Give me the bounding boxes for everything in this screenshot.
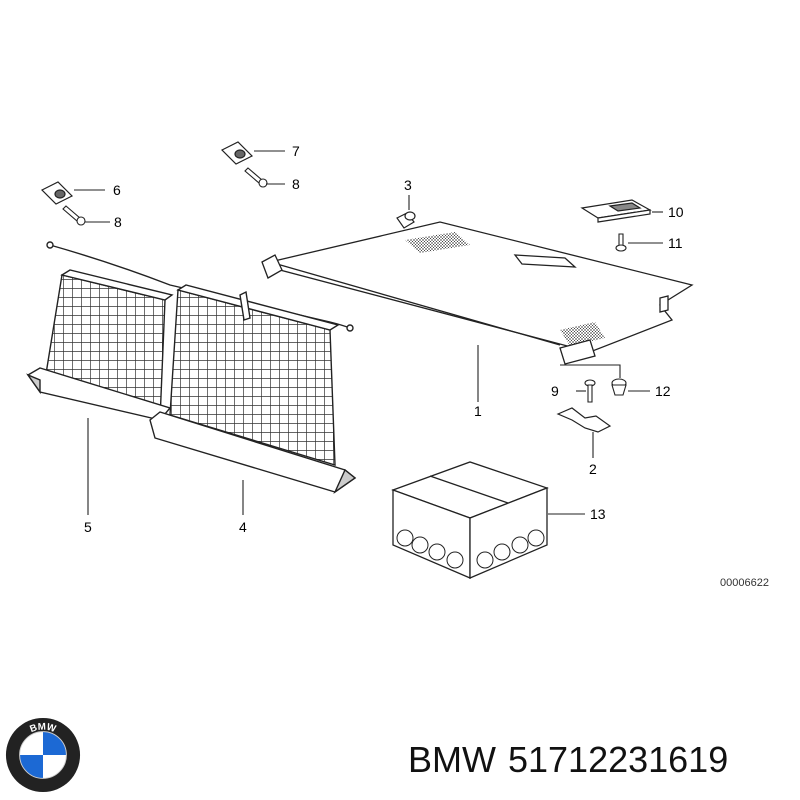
callout-13: 13 bbox=[590, 506, 606, 522]
bracket-part bbox=[556, 407, 612, 433]
callout-8-upper: 8 bbox=[292, 176, 300, 192]
callout-3: 3 bbox=[404, 177, 412, 193]
screw-part-8-upper bbox=[244, 167, 268, 188]
callout-4: 4 bbox=[239, 519, 247, 535]
callout-2: 2 bbox=[589, 461, 597, 477]
part-number: 51712231619 bbox=[507, 739, 729, 780]
storage-box bbox=[391, 461, 549, 579]
clip-part-6 bbox=[40, 181, 74, 205]
bmw-logo: BMW bbox=[4, 716, 82, 794]
brand-line: BMW 51712231619 bbox=[408, 736, 793, 784]
spring-part bbox=[396, 211, 416, 229]
callout-12: 12 bbox=[655, 383, 671, 399]
callout-8-lower: 8 bbox=[114, 214, 122, 230]
svg-text:BMW: BMW bbox=[28, 722, 57, 736]
callout-6: 6 bbox=[113, 182, 121, 198]
brand-name: BMW bbox=[408, 739, 496, 780]
callout-10: 10 bbox=[668, 204, 684, 220]
partition-net bbox=[26, 241, 357, 495]
callout-9: 9 bbox=[551, 383, 559, 399]
bmw-roundel-icon: BMW bbox=[5, 717, 81, 793]
leader-lines bbox=[74, 150, 663, 515]
callout-5: 5 bbox=[84, 519, 92, 535]
reference-code: 00006622 bbox=[720, 577, 769, 589]
screw-part-8-lower bbox=[62, 205, 86, 226]
screw-part-9 bbox=[584, 379, 596, 403]
screw-part-11 bbox=[615, 233, 627, 252]
handle-part bbox=[580, 199, 652, 223]
callout-7: 7 bbox=[292, 143, 300, 159]
clip-part-7 bbox=[220, 141, 254, 165]
cargo-cover-panel bbox=[261, 221, 694, 365]
grommet-part bbox=[611, 378, 627, 396]
callout-1: 1 bbox=[474, 403, 482, 419]
callout-11: 11 bbox=[668, 235, 683, 251]
